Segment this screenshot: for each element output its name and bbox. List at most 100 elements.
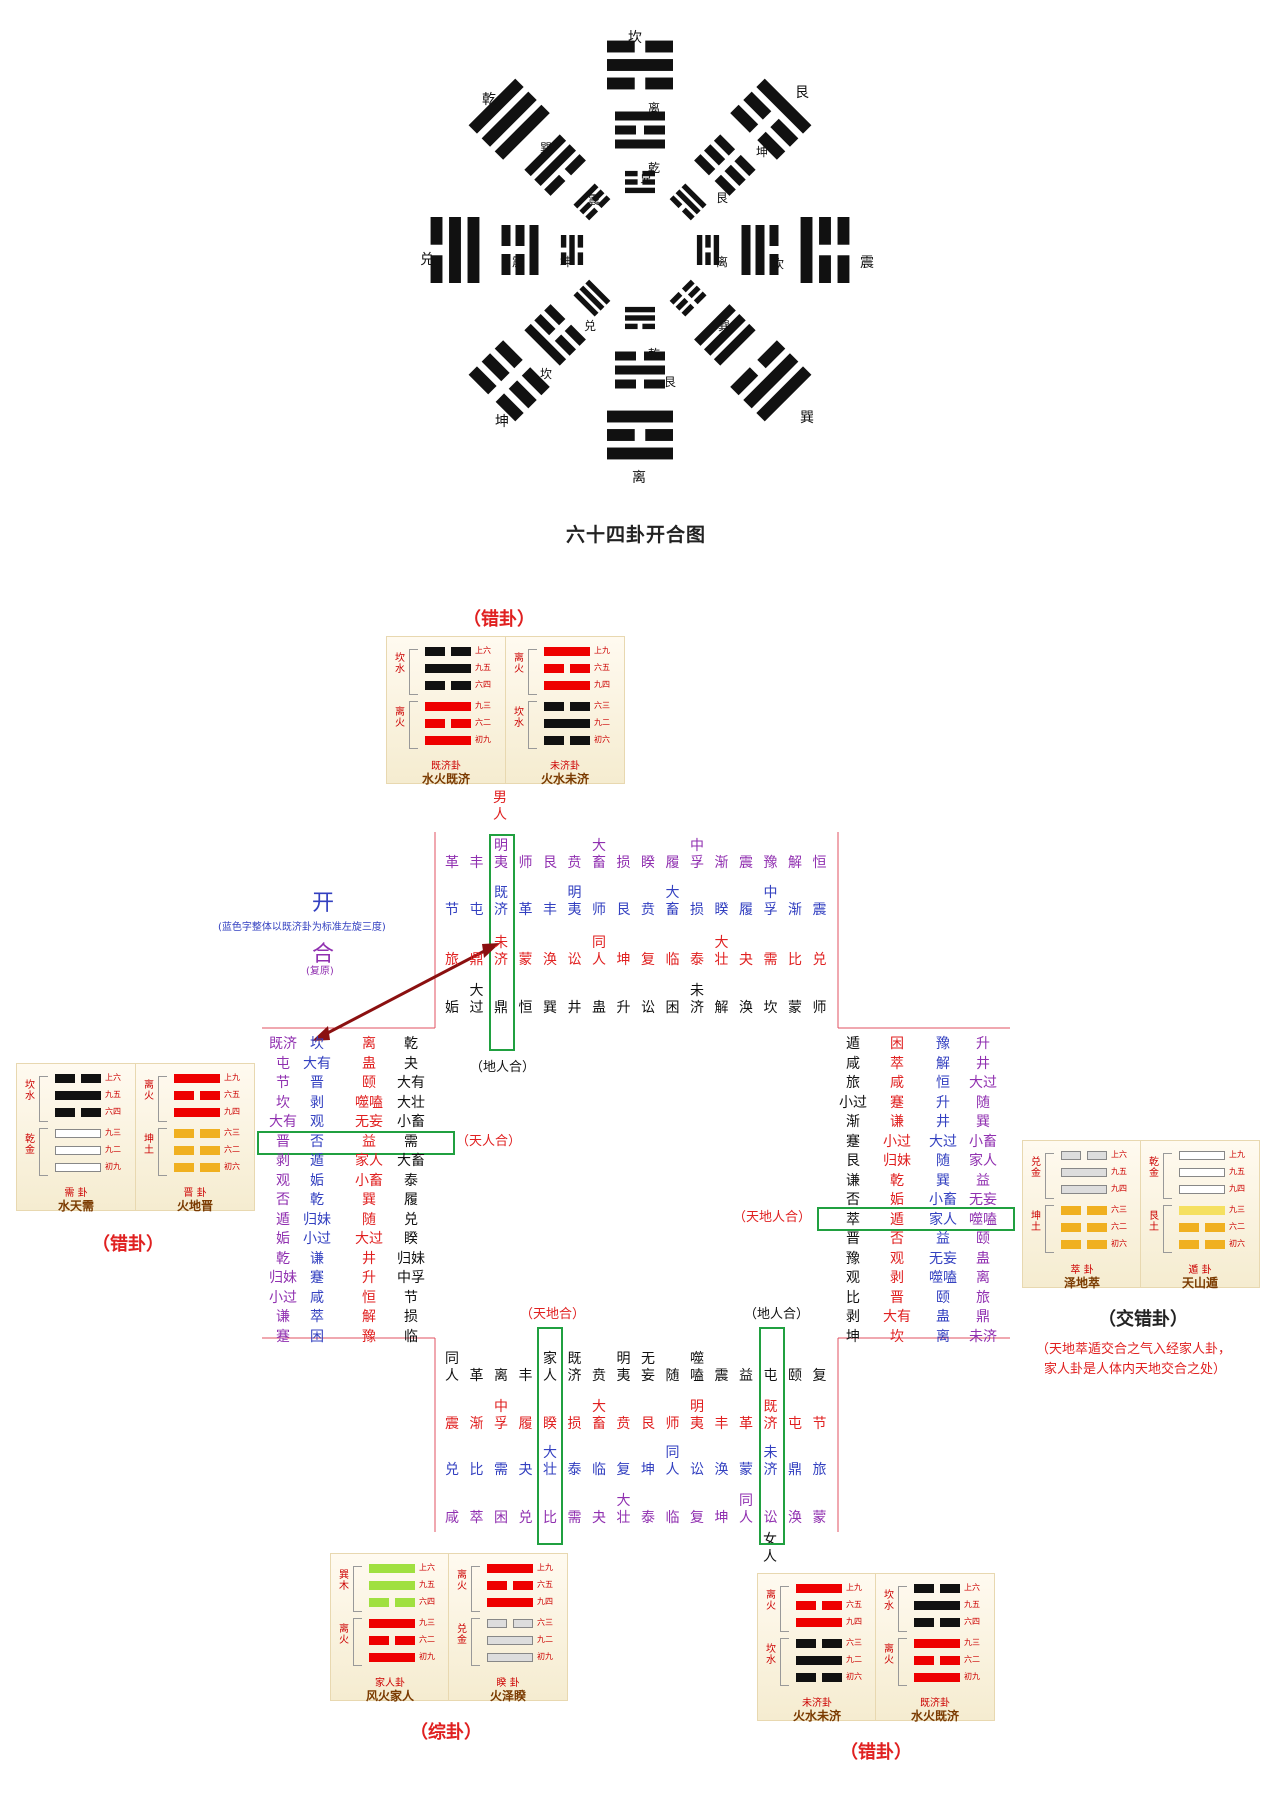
grid-top-cell: 师 xyxy=(812,1000,827,1016)
grid-left-cell: 蹇 xyxy=(276,1328,290,1345)
grid-right-cell: 豫 xyxy=(846,1250,860,1267)
grid-left-cell: 否 xyxy=(310,1133,324,1150)
upper-trigram-label: 巽木 xyxy=(339,1570,349,1592)
grid-bottom-cell: 兑 xyxy=(518,1510,533,1526)
grid-bottom-cell: 明夷 xyxy=(690,1399,704,1432)
lower-trigram-label: 乾金 xyxy=(25,1134,35,1156)
cuogua-label-top: （错卦） xyxy=(463,609,535,630)
hexagram-card-right-a: 兑金坤土上六九五九四六三六二初六萃 卦泽地萃 xyxy=(1022,1140,1142,1290)
grid-bottom-cell: 明夷 xyxy=(616,1351,631,1384)
yin-line xyxy=(81,1074,101,1083)
grid-left-cell: 困 xyxy=(310,1328,324,1345)
yang-line xyxy=(1061,1168,1107,1177)
grid-bottom-cell: 临 xyxy=(665,1510,680,1526)
yang-line xyxy=(1179,1168,1225,1177)
grid-top-cell: 讼 xyxy=(641,1000,655,1016)
grid-right-cell: 艮 xyxy=(846,1153,860,1169)
grid-left-cell: 乾 xyxy=(310,1192,324,1208)
hexagram-card-bottom-right-b: 坎水离火上六九五六四九三六二初九既济卦水火既济 xyxy=(875,1573,995,1723)
grid-left-cell: 恒 xyxy=(362,1289,376,1306)
yin-line xyxy=(1087,1223,1107,1232)
grid-left-cell: 晋 xyxy=(310,1075,324,1091)
yin-line xyxy=(451,681,471,690)
grid-top-cell: 同人 xyxy=(592,935,606,968)
grid-right-cell: 萃 xyxy=(846,1211,860,1228)
bagua-outer-label-sw: 坤 xyxy=(495,414,509,430)
grid-bottom-cell: 未济 xyxy=(763,1445,778,1478)
grid-left-cell: 归妹 xyxy=(269,1270,297,1286)
grid-bottom-cell: 贲 xyxy=(616,1416,631,1432)
trigram xyxy=(800,217,850,283)
lower-trigram-label: 坎水 xyxy=(766,1644,776,1666)
grid-bottom-cell: 睽 xyxy=(543,1416,557,1432)
grid-top-cell: 贲 xyxy=(567,855,582,871)
grid-left-cell: 剥 xyxy=(310,1094,324,1111)
grid-top-cell: 讼 xyxy=(567,952,582,968)
hexagram-card-bottom-left-a: 巽木离火上六九五六四九三六二初九家人卦风火家人 xyxy=(330,1553,450,1703)
grid-bottom-cell: 屯 xyxy=(788,1416,802,1432)
grid-right-cell: 颐 xyxy=(936,1289,950,1306)
trigram xyxy=(573,183,611,221)
grid-right-cell: 归妹 xyxy=(883,1153,911,1169)
grid-right-cell: 剥 xyxy=(890,1270,904,1286)
trigram xyxy=(669,279,707,317)
yin-line xyxy=(395,1598,415,1607)
grid-right-cell: 井 xyxy=(976,1055,990,1072)
trigram xyxy=(741,225,779,275)
bagua-inner-label: 巽 xyxy=(540,141,553,155)
trigram xyxy=(669,183,707,221)
yin-line xyxy=(55,1108,75,1117)
grid-top-cell: 睽 xyxy=(714,902,729,918)
yin-line xyxy=(940,1618,960,1627)
grid-right-cell: 井 xyxy=(936,1114,950,1130)
cuogua-label-left: （错卦） xyxy=(92,1234,164,1255)
yao-label: 九三 xyxy=(1229,1205,1245,1214)
yin-line xyxy=(200,1146,220,1155)
yao-label: 初九 xyxy=(475,735,491,744)
yao-label: 上九 xyxy=(537,1563,553,1572)
bagua-outer-label-e: 震 xyxy=(860,255,874,271)
trigram xyxy=(501,225,539,275)
grid-left-cell: 蹇 xyxy=(310,1270,324,1286)
bagua-inner-label: 乾 xyxy=(648,161,661,175)
hexagram-short-name: 晋 卦 xyxy=(183,1188,207,1199)
grid-right-cell: 否 xyxy=(890,1231,904,1247)
grid-left-cell: 损 xyxy=(404,1309,418,1325)
yin-line xyxy=(1179,1240,1199,1249)
grid-bottom-cell: 损 xyxy=(567,1416,582,1432)
grid-top-cell: 大壮 xyxy=(714,935,729,968)
grid-top-cell: 师 xyxy=(592,902,606,918)
grid-left-cell: 观 xyxy=(310,1114,324,1130)
grid-bottom-cell: 大壮 xyxy=(543,1445,557,1478)
upper-trigram-label: 坎水 xyxy=(884,1590,894,1612)
bagua-outer-label-se: 巽 xyxy=(800,410,814,426)
grid-right-cell: 旅 xyxy=(976,1289,990,1306)
grid-top-cell: 巽 xyxy=(543,1000,557,1016)
trigram xyxy=(694,304,756,366)
yao-label: 九五 xyxy=(1111,1167,1127,1176)
grid-top-cell: 艮 xyxy=(543,855,557,871)
bagua-outer-label-s: 离 xyxy=(632,470,646,486)
upper-trigram-label: 离火 xyxy=(457,1570,467,1592)
trigram xyxy=(625,170,655,194)
grid-left-cell: 大有 xyxy=(269,1114,297,1130)
yin-line xyxy=(796,1673,816,1682)
grid-top-cell: 损 xyxy=(616,855,631,871)
grid-bottom-cell: 同人 xyxy=(445,1351,459,1384)
trigram xyxy=(694,134,756,196)
trigram xyxy=(615,351,665,389)
yang-line xyxy=(487,1653,533,1662)
yang-line xyxy=(796,1656,842,1665)
grid-bottom-cell: 比 xyxy=(543,1510,557,1526)
grid-left-cell: 临 xyxy=(404,1328,418,1345)
hexagram-short-name: 需 卦 xyxy=(64,1188,88,1199)
grid-bottom-cell: 离 xyxy=(494,1368,508,1384)
yin-line xyxy=(174,1091,194,1100)
yang-line xyxy=(544,647,590,656)
grid-right-cell: 无妄 xyxy=(929,1250,957,1267)
grid-left-cell: 噬嗑 xyxy=(355,1094,383,1111)
grid-left-cell: 颐 xyxy=(362,1075,376,1091)
grid-left-cell: 否 xyxy=(276,1192,290,1208)
grid-top-cell: 革 xyxy=(445,855,459,871)
